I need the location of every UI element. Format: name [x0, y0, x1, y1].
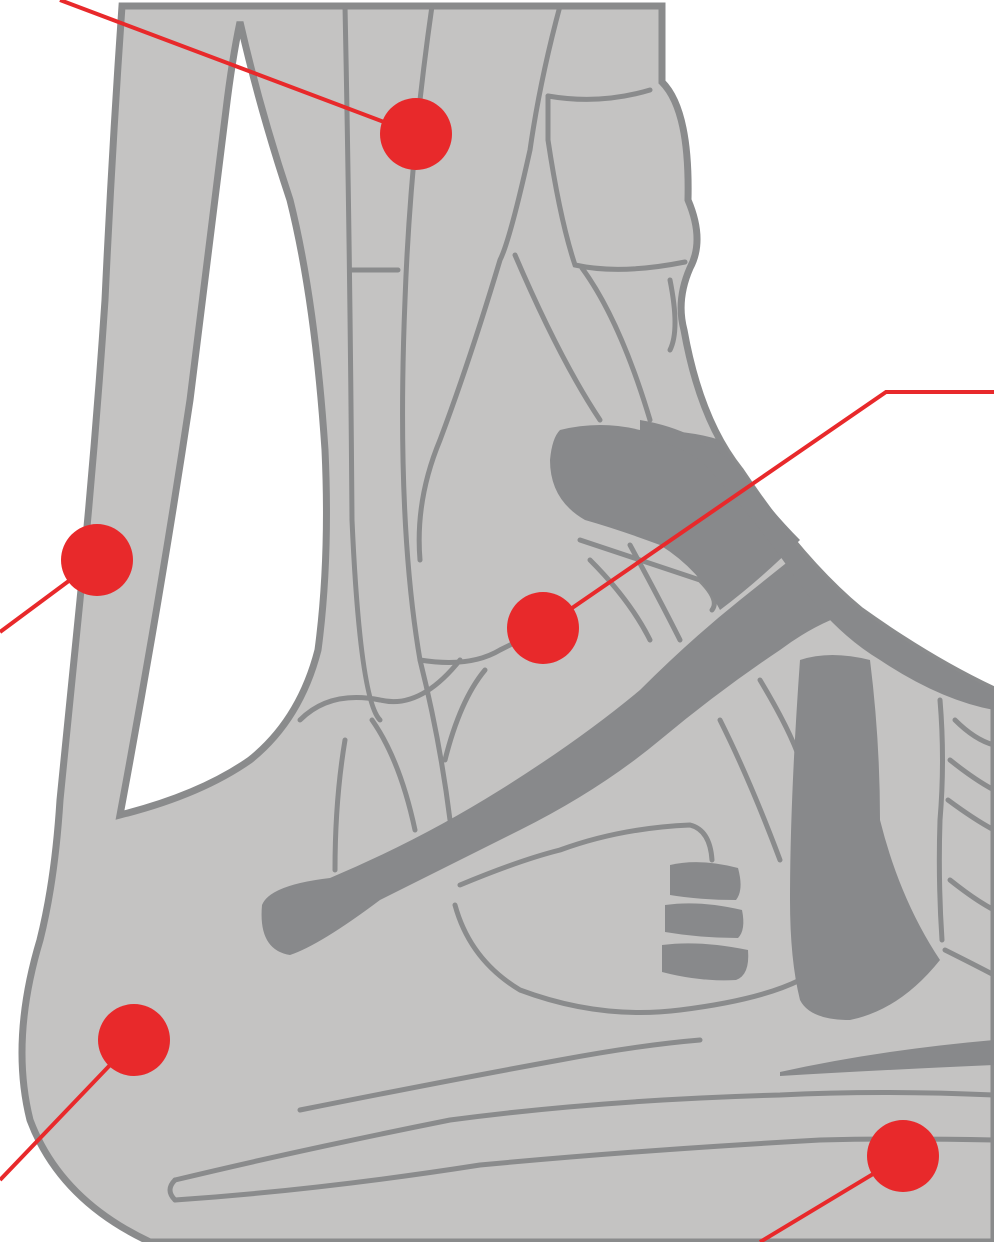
- marker-ankle-joint[interactable]: [507, 592, 579, 664]
- cuboid-segment-2: [665, 903, 743, 938]
- cuboid-segment-3: [662, 943, 748, 980]
- marker-achilles[interactable]: [61, 524, 133, 596]
- marker-plantar[interactable]: [867, 1120, 939, 1192]
- marker-top-tendon[interactable]: [380, 98, 452, 170]
- cuboid-segment: [670, 862, 741, 900]
- marker-heel[interactable]: [98, 1004, 170, 1076]
